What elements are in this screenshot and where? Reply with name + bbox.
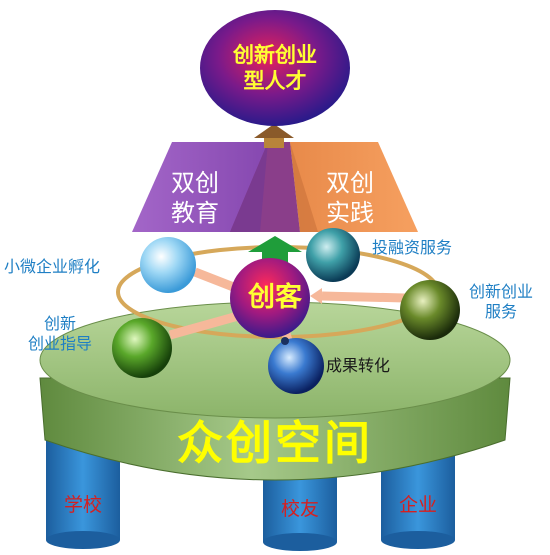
practice-block xyxy=(290,142,418,232)
enterprise-label: 企业 xyxy=(398,494,437,516)
service-sphere xyxy=(400,280,460,340)
arrow-from-service xyxy=(310,288,406,304)
mass-space-label: 众创空间 xyxy=(177,416,373,470)
pillar-alumni xyxy=(263,470,337,551)
transfer-label: 成果转化 xyxy=(326,356,391,375)
maker-label: 创客 xyxy=(248,282,302,313)
center-maker-sphere xyxy=(230,258,310,338)
talent-label: 创新创业 型人才 xyxy=(233,43,317,94)
service-label: 创新创业 服务 xyxy=(468,282,533,321)
incubation-sphere xyxy=(140,237,196,293)
arrow-up-brown xyxy=(254,124,294,148)
guidance-sphere xyxy=(112,318,172,378)
incubation-label: 小微企业孵化 xyxy=(4,257,101,276)
education-block xyxy=(132,142,268,232)
pillar-enterprise xyxy=(381,440,455,549)
talent-ellipse xyxy=(200,10,350,126)
investment-sphere xyxy=(306,228,360,282)
education-label: 双创 教育 xyxy=(171,169,219,227)
school-label: 学校 xyxy=(63,494,102,516)
investment-label: 投融资服务 xyxy=(372,238,453,257)
guidance-label: 创新 创业指导 xyxy=(27,314,92,353)
practice-label: 双创 实践 xyxy=(326,169,374,227)
transfer-sphere xyxy=(268,337,324,394)
alumni-label: 校友 xyxy=(280,498,319,520)
